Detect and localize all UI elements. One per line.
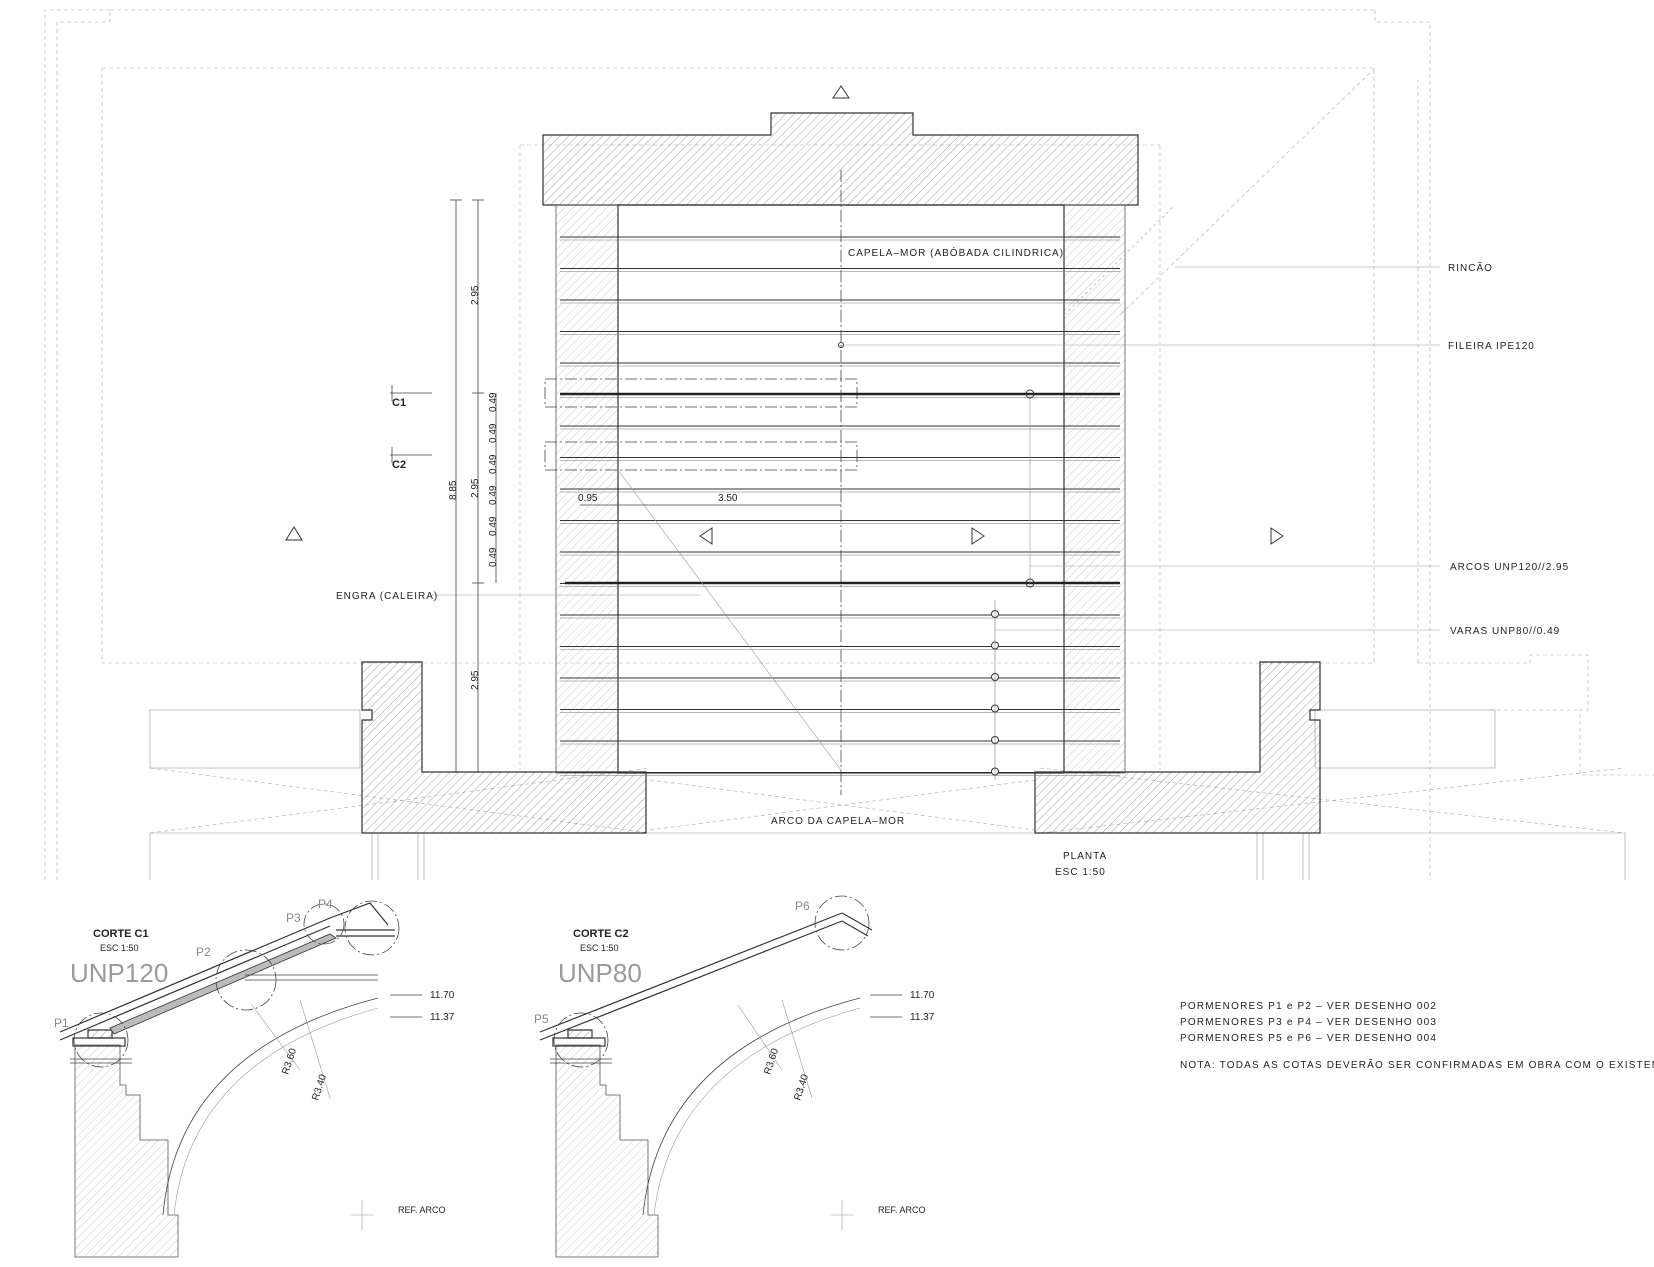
dim-half-width: 3.50: [718, 493, 738, 504]
rincao-label: RINCÃO: [1448, 261, 1493, 274]
c1-wall: [74, 1044, 179, 1258]
dim-spacing-3: 0.49: [488, 454, 499, 474]
c2-title: CORTE C2: [573, 928, 629, 940]
section-boxes: [544, 378, 1120, 585]
note-nota: NOTA: TODAS AS COTAS DEVERÃO SER CONFIRM…: [1180, 1058, 1654, 1071]
c2-ref: REF. ARCO: [878, 1205, 926, 1215]
c2-p5: P5: [534, 1012, 549, 1026]
east-arrow-icon: [1270, 527, 1284, 545]
note-line-3: PORMENORES P5 e P6 – VER DESENHO 004: [1180, 1033, 1437, 1044]
c1-level-high: 11.70: [430, 990, 455, 1001]
c1-radius-b: R3.40: [310, 1073, 329, 1102]
dim-top: 2.95: [470, 285, 481, 305]
section-c2-marker: C2: [392, 459, 406, 471]
dim-spacing-1: 0.49: [488, 392, 499, 412]
note-line-1: PORMENORES P1 e P2 – VER DESENHO 002: [1180, 1001, 1437, 1012]
fileira-label: FILEIRA IPE120: [1448, 341, 1535, 352]
c1-ref: REF. ARCO: [398, 1205, 446, 1215]
c1-title: CORTE C1: [93, 928, 149, 940]
plan-title: PLANTA: [1063, 851, 1107, 862]
c2-wall: [555, 1044, 659, 1258]
c1-p3: P3: [286, 911, 301, 925]
chapel-label: CAPELA–MOR (ABÓBADA CILINDRICA): [848, 246, 1064, 259]
vara-markers: [991, 600, 999, 780]
c2-profile: UNP80: [558, 958, 642, 988]
c2-level-high: 11.70: [910, 990, 935, 1001]
leader-lines: [432, 266, 1440, 631]
section-c1-marker: C1: [392, 397, 406, 409]
left-pier: [361, 661, 647, 834]
left-arrow-icon: [699, 527, 713, 545]
c1-level-low: 11.37: [430, 1012, 455, 1023]
arco-label: ARCO DA CAPELA–MOR: [771, 816, 905, 827]
c1-radius-a: R3.60: [280, 1047, 299, 1076]
c1-p1: P1: [54, 1016, 69, 1030]
corte-c1: [59, 900, 422, 1258]
dim-spacing-4: 0.49: [488, 485, 499, 505]
orientation-markers: [285, 85, 1284, 545]
c2-radius-b: R3.40: [792, 1073, 811, 1102]
varas-label: VARAS UNP80//0.49: [1450, 626, 1560, 637]
c2-radius-a: R3.60: [762, 1047, 781, 1076]
plan-scale: ESC 1:50: [1055, 867, 1106, 878]
engra-label: ENGRA (CALEIRA): [336, 591, 438, 602]
c2-p6: P6: [795, 899, 810, 913]
c2-level-low: 11.37: [910, 1012, 935, 1023]
c1-p2: P2: [196, 945, 211, 959]
rear-wall: [542, 112, 1139, 206]
c1-profile: UNP120: [70, 958, 168, 988]
dim-bottom: 2.95: [470, 670, 481, 690]
right-arrow-icon: [971, 527, 985, 545]
dim-spacing-2: 0.49: [488, 423, 499, 443]
arcos-label: ARCOS UNP120//2.95: [1450, 562, 1569, 573]
dimension-lines: [390, 199, 497, 773]
c2-scale: ESC 1:50: [580, 943, 619, 953]
dim-total: 8.85: [448, 480, 459, 500]
west-triangle-icon: [285, 526, 303, 541]
c1-p4: P4: [318, 897, 333, 911]
dim-offset: 0.95: [578, 493, 598, 504]
corte-c2: [539, 895, 902, 1258]
dim-spacing-6: 0.49: [488, 547, 499, 567]
right-pier: [1034, 661, 1321, 834]
dim-mid: 2.95: [470, 478, 481, 498]
varas-purlins: [560, 236, 1120, 776]
dim-spacing-5: 0.49: [488, 516, 499, 536]
note-line-2: PORMENORES P3 e P4 – VER DESENHO 003: [1180, 1017, 1437, 1028]
plan-axes: [580, 170, 1176, 795]
c1-scale: ESC 1:50: [100, 943, 139, 953]
north-triangle-icon: [832, 85, 850, 99]
